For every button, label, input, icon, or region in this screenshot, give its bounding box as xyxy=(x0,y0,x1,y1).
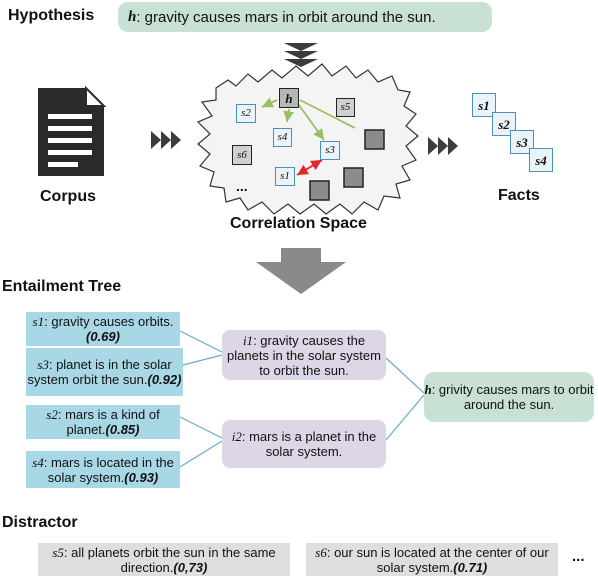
distractor-id: s5 xyxy=(52,544,64,560)
intermediate-text: : mars is a planet in the solar system. xyxy=(241,429,377,459)
fact-score: (0.85) xyxy=(105,422,140,437)
hypothesis-heading: Hypothesis xyxy=(8,7,95,24)
space-node-s5: s5 xyxy=(336,98,355,117)
tree-hypothesis-id: h xyxy=(424,382,432,397)
distractor-text: : our sun is located at the center of ou… xyxy=(326,544,549,575)
chevrons-right-icon xyxy=(151,131,181,149)
fact-score: (0.92) xyxy=(147,372,182,387)
chevrons-right-icon xyxy=(428,137,458,155)
hypothesis-symbol: h xyxy=(128,8,137,25)
pipeline-graphic xyxy=(38,43,458,294)
fact-stack-s2: s2 xyxy=(492,112,516,136)
distractor-box-s5: s5: all planets orbit the sun in the sam… xyxy=(38,543,290,576)
intermediate-box-i2: i2: mars is a planet in the solar system… xyxy=(222,420,386,468)
space-node-s6: s6 xyxy=(232,145,252,165)
fact-box-s4: s4: mars is located in the solar system.… xyxy=(26,451,180,488)
space-more: ... xyxy=(236,178,248,194)
intermediate-text: : gravity causes the planets in the sola… xyxy=(227,332,381,378)
chevrons-down-icon xyxy=(284,43,318,67)
fact-text: : gravity causes orbits. xyxy=(44,314,174,329)
correlation-space-cloud xyxy=(196,63,419,215)
fact-box-s1: s1: gravity causes orbits.(0.69) xyxy=(26,312,180,346)
space-node-s4: s4 xyxy=(273,128,292,147)
space-node-s2: s2 xyxy=(236,104,256,123)
distractor-heading: Distractor xyxy=(2,514,78,531)
tree-connectors xyxy=(179,330,425,468)
fact-score: (0.69) xyxy=(86,329,120,344)
fact-text: : planet is in the solar system orbit th… xyxy=(27,357,172,387)
distractor-text: : all planets orbit the sun in the same … xyxy=(63,544,276,575)
distractor-id: s6 xyxy=(315,544,327,560)
fact-score: (0.93) xyxy=(124,469,159,485)
arrow-down-icon xyxy=(256,248,346,294)
fact-id: s3 xyxy=(37,357,49,372)
intermediate-id: i2 xyxy=(231,429,242,444)
fact-id: s1 xyxy=(32,314,45,329)
hypothesis-text: : gravity causes mars in orbit around th… xyxy=(136,8,436,26)
fact-id: s2 xyxy=(46,407,58,422)
intermediate-id: i1 xyxy=(242,332,254,348)
fact-stack-s4: s4 xyxy=(529,148,553,172)
fact-box-s2: s2: mars is a kind of planet.(0.85) xyxy=(26,405,180,439)
space-node-h: h xyxy=(279,88,299,108)
fact-box-s3: s3: planet is in the solar system orbit … xyxy=(26,348,183,396)
correlation-space-label: Correlation Space xyxy=(230,215,367,232)
intermediate-box-i1: i1: gravity causes the planets in the so… xyxy=(222,330,386,380)
hypothesis-box: h : gravity causes mars in orbit around … xyxy=(118,2,492,32)
space-node-s1: s1 xyxy=(275,167,295,186)
space-node-s3: s3 xyxy=(320,141,340,160)
facts-label: Facts xyxy=(498,187,540,204)
distractor-score: (0,73) xyxy=(173,559,208,575)
distractor-more: ... xyxy=(572,548,585,565)
tree-hypothesis-box: h: grivity causes mars to orbit around t… xyxy=(424,372,594,422)
fact-text: : mars is located in the solar system. xyxy=(43,454,174,485)
distractor-box-s6: s6: our sun is located at the center of … xyxy=(306,543,558,576)
fact-text: : mars is a kind of planet. xyxy=(57,407,160,437)
document-icon xyxy=(38,85,107,176)
fact-stack-s3: s3 xyxy=(510,130,534,154)
distractor-score: (0.71) xyxy=(453,559,488,575)
entailment-tree-heading: Entailment Tree xyxy=(2,278,122,295)
corpus-label: Corpus xyxy=(40,188,96,205)
fact-id: s4 xyxy=(32,454,44,470)
tree-hypothesis-text: : grivity causes mars to orbit around th… xyxy=(431,382,594,412)
